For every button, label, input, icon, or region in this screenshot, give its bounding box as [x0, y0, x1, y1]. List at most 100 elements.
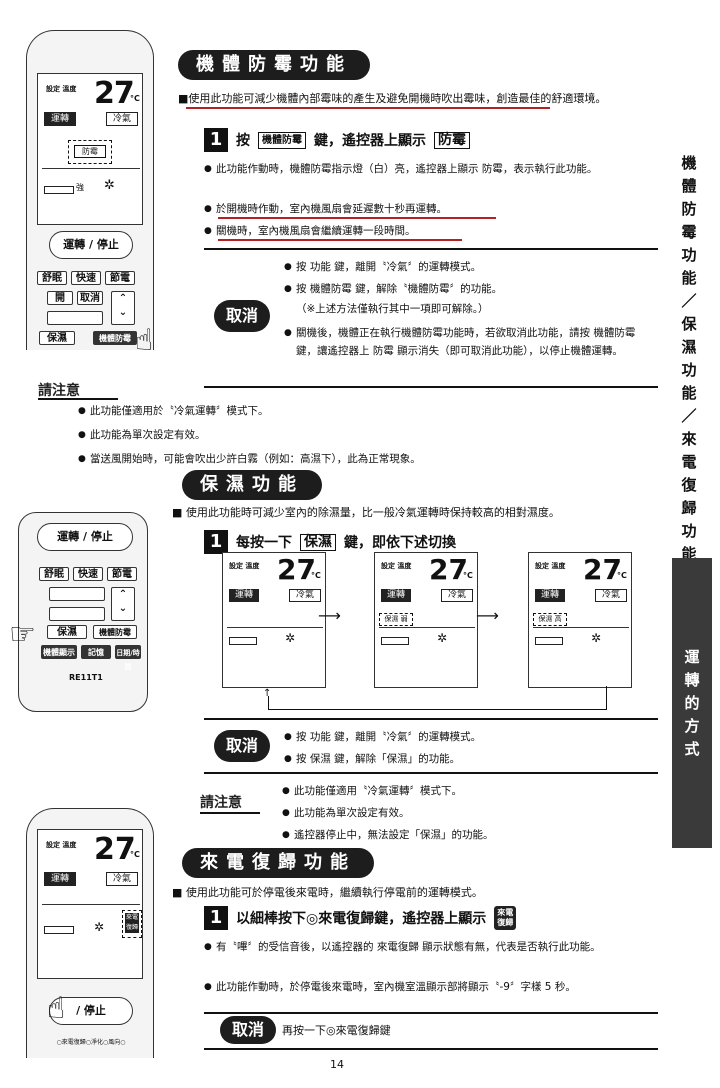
time-up-down-button-2[interactable]: ⌃⌄	[111, 587, 135, 621]
timer-row-1[interactable]	[49, 587, 105, 601]
lcd-set-label: 設定 溫度	[535, 562, 566, 570]
mold-cancel-item: ●按 機體防霉 鍵，解除〝機體防霉〞的功能。	[284, 283, 503, 295]
eco-button[interactable]: 節電	[105, 271, 135, 285]
time-up-down-button[interactable]: ⌃⌄	[111, 291, 135, 325]
recover-bullet: ●此功能作動時，於停電後來電時，室內機室溫顯示部將顯示〝-9〞字樣 5 秒。	[204, 981, 576, 993]
cycle-line	[268, 709, 606, 710]
step-1-recover: 1 以細棒按下◎來電復歸鍵，遙控器上顯示 來電 復歸	[204, 906, 517, 930]
hand-pointer-icon: ☝	[135, 323, 154, 358]
lcd-unit: °C	[130, 94, 140, 103]
sidebar-tab-char: 轉	[684, 671, 700, 689]
sidebar-char: 保	[681, 315, 697, 333]
section-title-mold: 機體防霉功能	[178, 50, 370, 80]
humidity-keep-button-2[interactable]: 保濕	[47, 625, 87, 639]
sun-icon: ✲	[591, 631, 602, 645]
section-title-recover: 來電復歸功能	[182, 848, 374, 878]
lcd-fan-bar	[229, 637, 257, 645]
sidebar-char: 電	[681, 453, 697, 471]
mold-key-label: 機體防霉	[258, 131, 306, 149]
remote-bottom-row: ○來電復歸○淨化○風向○	[56, 1039, 126, 1046]
lcd-fan-bar	[535, 637, 563, 645]
sleep-button-2[interactable]: 舒眠	[39, 567, 69, 581]
cancel-pill-mold: 取消	[214, 300, 270, 332]
hand-pointer-icon-2: ☞	[9, 617, 36, 652]
lcd-unit: °C	[617, 571, 627, 580]
recover-icon: 來電 復歸	[494, 906, 517, 930]
timer-set-button[interactable]	[47, 311, 103, 325]
mold-display-label: 防霉	[434, 131, 470, 149]
quick-button-2[interactable]: 快速	[73, 567, 103, 581]
section-intro-recover: ■ 使用此功能可於停電後來電時，繼續執行停電前的運轉模式。	[172, 886, 483, 899]
power-button-3[interactable]: / 停止	[49, 997, 133, 1025]
sidebar-char: 復	[681, 476, 697, 494]
mold-proof-button[interactable]: 機體防霉	[93, 331, 137, 345]
timer-on-button[interactable]: 開	[47, 291, 73, 305]
lcd-recover-tag: 來電 復歸	[125, 913, 139, 933]
humidity-keep-button[interactable]: 保濕	[39, 331, 75, 345]
mold-proof-button-2[interactable]: 機體防霉	[93, 625, 137, 639]
sidebar-char: 霉	[681, 223, 697, 241]
sidebar-char: ／	[681, 292, 697, 310]
sidebar: 機體防霉功能／保濕功能／來電復歸功能	[672, 152, 706, 566]
sidebar-char: 體	[681, 177, 697, 195]
lcd-temp: 27	[429, 553, 468, 586]
sun-icon: ✲	[104, 178, 115, 193]
sun-icon: ✲	[285, 631, 296, 645]
lcd-temp: 27	[94, 76, 135, 111]
lcd-mode-cool: 冷氣	[106, 872, 138, 886]
lcd-unit: °C	[311, 571, 321, 580]
sidebar-char: 功	[681, 522, 697, 540]
note-item-2: ●此功能僅適用〝冷氣運轉〞模式下。	[282, 785, 462, 797]
lcd-mode-run: 運轉	[229, 589, 259, 602]
lcd-mode-cool: 冷氣	[106, 112, 138, 126]
lcd-set-label: 設定 溫度	[381, 562, 412, 570]
page-number: 14	[330, 1058, 344, 1071]
sidebar-char: 歸	[681, 499, 697, 517]
lcd-temp: 27	[583, 553, 622, 586]
sidebar-char: 能	[681, 384, 697, 402]
lcd-temp: 27	[277, 553, 316, 586]
hand-pointer-icon-3: ☝	[47, 991, 66, 1026]
humidity-cancel-item: ●按 功能 鍵，離開〝冷氣〞的運轉模式。	[284, 731, 482, 743]
sleep-button[interactable]: 舒眠	[37, 271, 67, 285]
sidebar-char: 機	[681, 154, 697, 172]
arrow-right-icon: ⟶	[476, 606, 499, 625]
lcd-unit: °C	[130, 850, 140, 859]
lcd-mode-run: 運轉	[381, 589, 411, 602]
mold-bullet: ●關機時，室內機風扇會繼續運轉一段時間。	[204, 225, 416, 237]
remote-control-2: 運轉 / 停止 舒眠 快速 節電 ⌃⌄ 保濕 機體防霉 機體顯示 記憶 日期/時…	[9, 512, 148, 712]
quick-button[interactable]: 快速	[71, 271, 101, 285]
sidebar-char: 濕	[681, 338, 697, 356]
timer-off-button[interactable]: 取消	[77, 291, 103, 305]
lcd-fan: 強	[76, 183, 84, 192]
mold-cancel-item: ●關機後，機體正在執行機體防霉功能時，若欲取消此功能，請按 機體防霉 鍵，讓遙控…	[284, 327, 636, 357]
mold-cancel-item: （※上述方法僅執行其中一項即可解除。）	[296, 303, 489, 315]
eco-button-2[interactable]: 節電	[107, 567, 137, 581]
power-button-2[interactable]: 運轉 / 停止	[37, 523, 133, 551]
sidebar-tab-char: 運	[684, 648, 700, 666]
red-underline	[186, 107, 550, 109]
lcd-mode-run: 運轉	[44, 112, 76, 126]
display-button[interactable]: 機體顯示	[41, 645, 77, 659]
sidebar-tab: 運轉的方式	[672, 558, 712, 848]
lcd-mode-cool: 冷氣	[595, 589, 627, 602]
remote-control-3: 設定 溫度 27 °C 運轉 冷氣 來電 復歸 ✲ / 停止 ☝ ○來電復歸○淨…	[26, 808, 154, 1058]
model-label: RE11T1	[69, 673, 103, 682]
remote-control-1: 設定 溫度 27 °C 運轉 冷氣 防霉 強 ✲ 運轉 / 停止 舒眠 快速 節…	[26, 30, 154, 358]
lcd-mold-tag: 防霉	[74, 145, 106, 158]
sidebar-char: 功	[681, 361, 697, 379]
note-item-1: ●當送風開始時，可能會吹出少許白霧（例如：高濕下），此為正常現象。	[78, 453, 421, 465]
step-1-mold: 1 按 機體防霉 鍵，遙控器上顯示 防霉	[204, 128, 470, 152]
timer-row-2[interactable]	[49, 607, 105, 621]
lcd-humidity-tag: 保濕 弱	[379, 613, 413, 626]
note-item-2: ●此功能為單次設定有效。	[282, 807, 410, 819]
date-time-button[interactable]: 日期/時間	[115, 645, 141, 671]
humidity-cancel-item: ●按 保濕 鍵，解除「保濕」的功能。	[284, 753, 461, 765]
memory-button[interactable]: 記憶	[81, 645, 111, 659]
sidebar-char: 功	[681, 246, 697, 264]
lcd-set-label: 設定 溫度	[46, 85, 77, 93]
cycle-line	[268, 696, 269, 710]
sidebar-char: 來	[681, 430, 697, 448]
power-button[interactable]: 運轉 / 停止	[49, 231, 133, 259]
